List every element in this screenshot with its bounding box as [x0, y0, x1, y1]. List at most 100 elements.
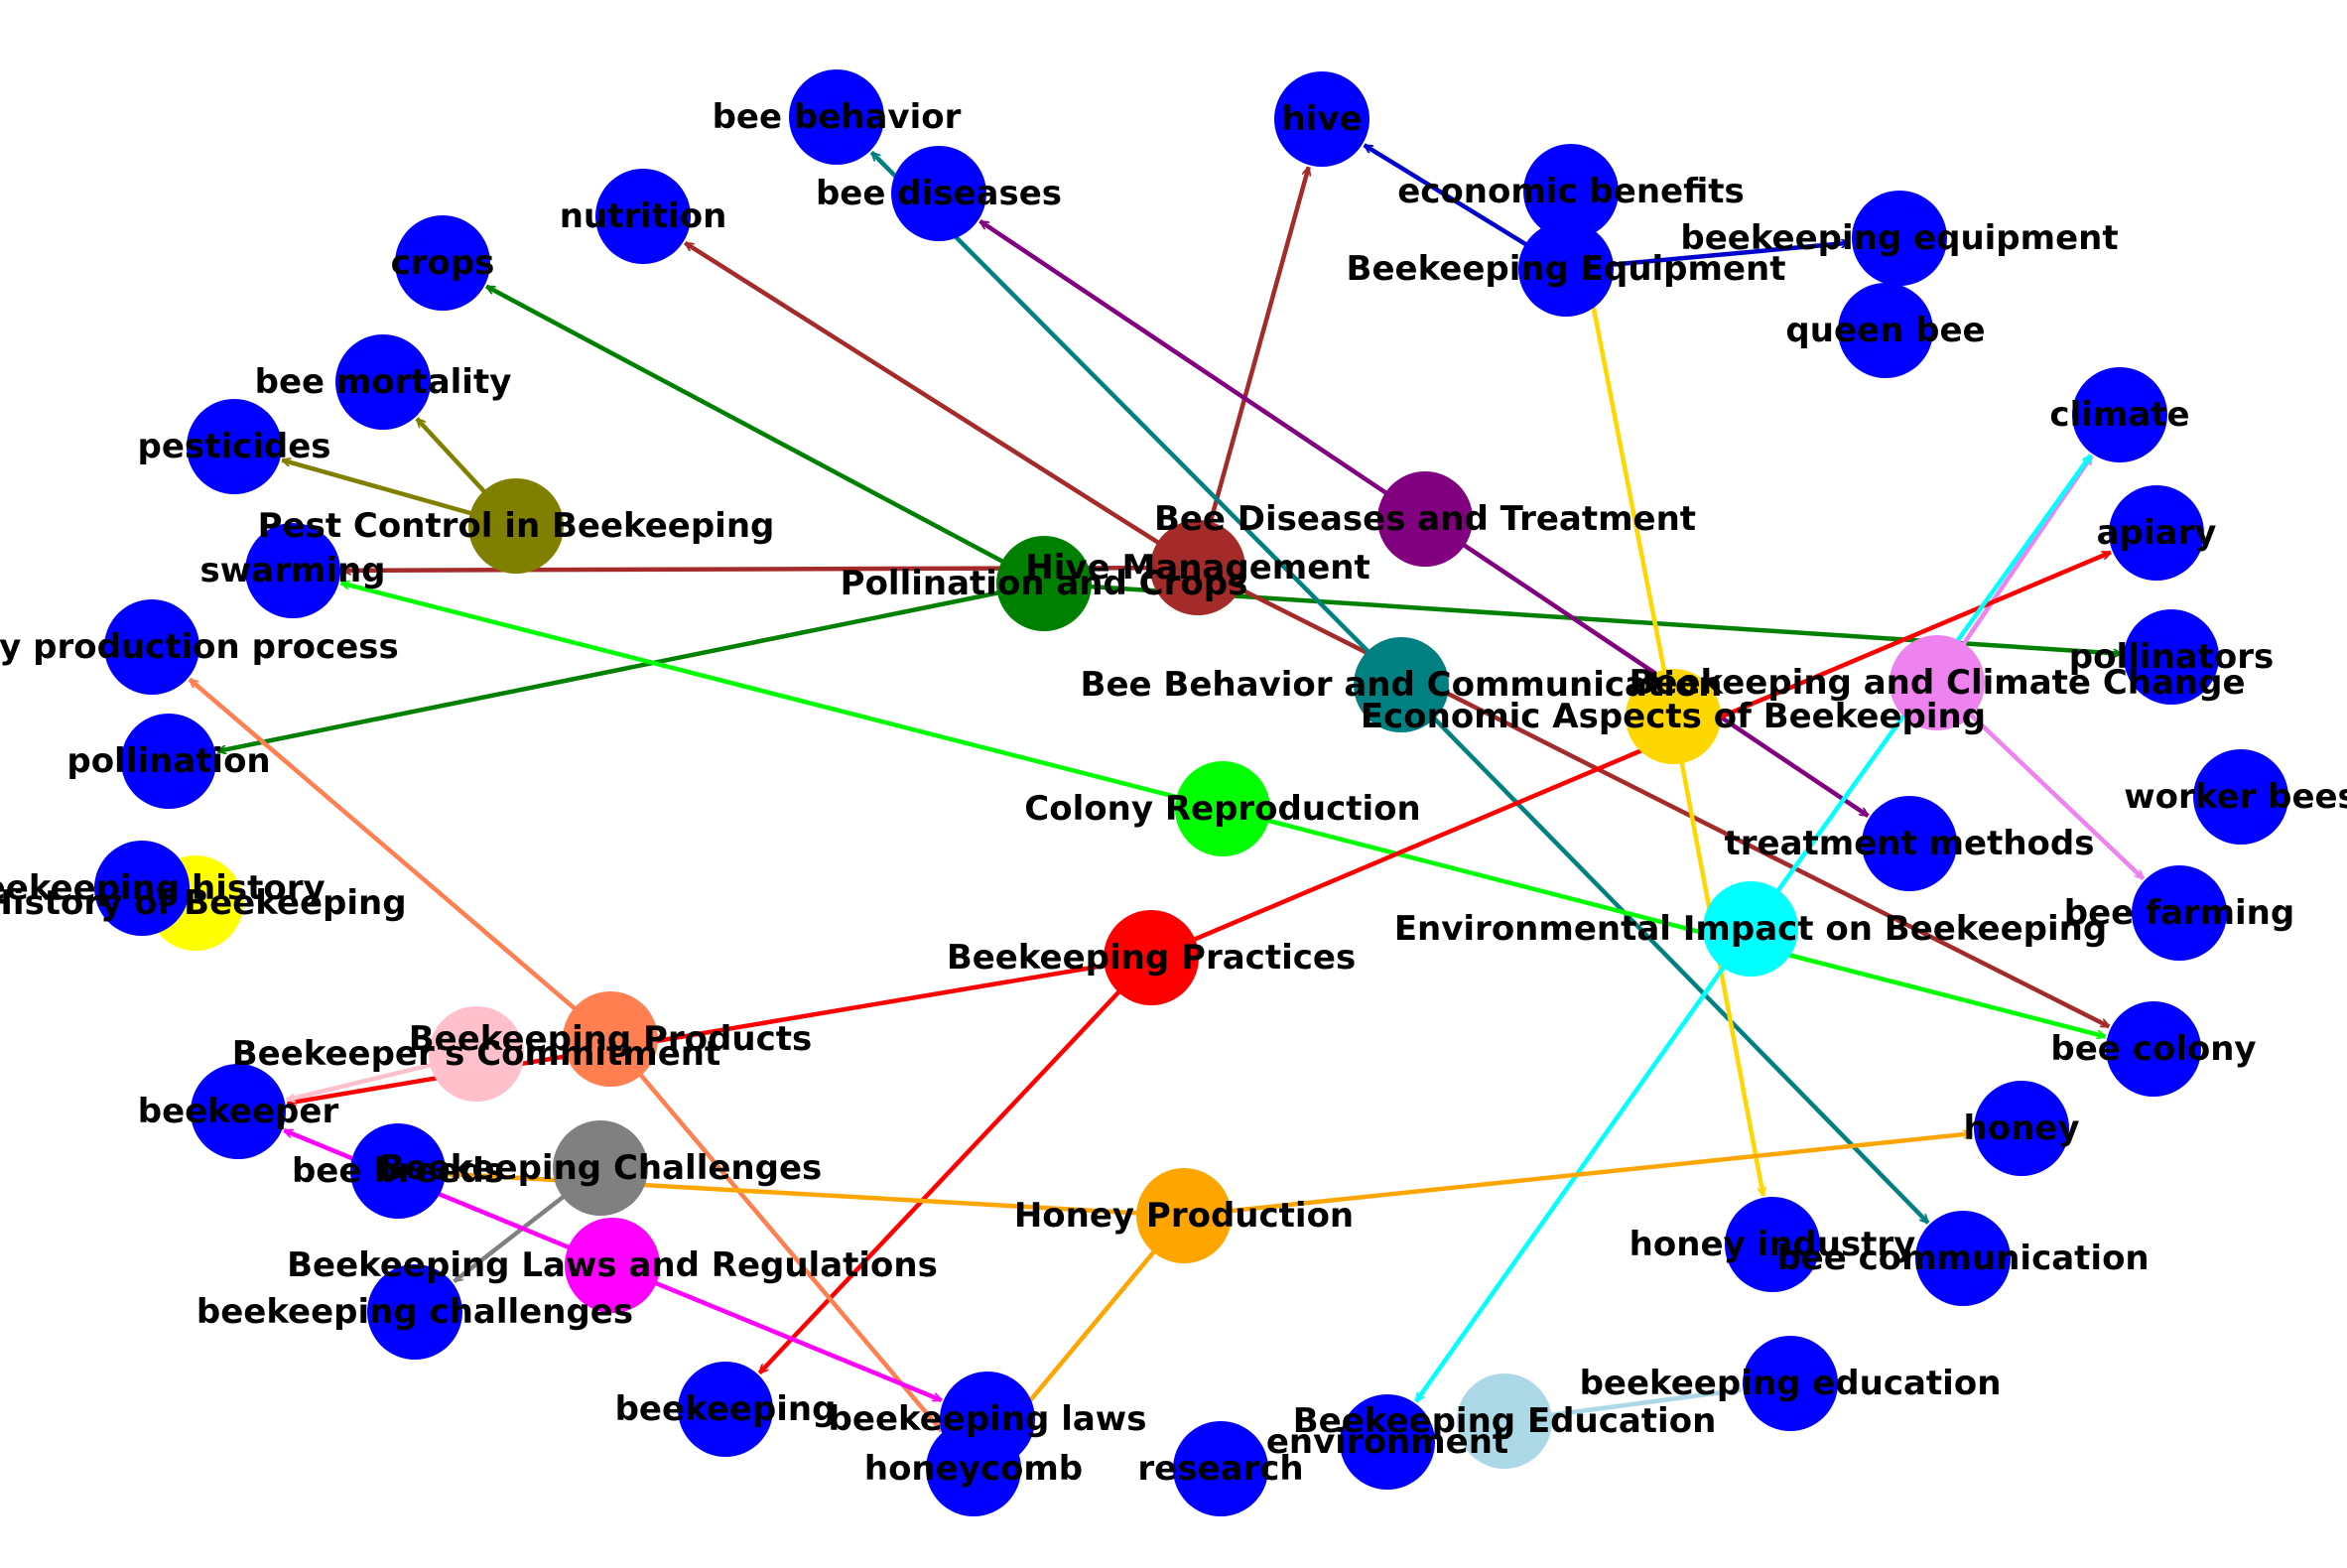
node-bee-colony [2106, 1001, 2201, 1097]
node-label-bee-colony: bee colony [2050, 1029, 2256, 1069]
node-label-pollination-crops: Pollination and Crops [841, 564, 1248, 603]
node-beekeeping [678, 1362, 773, 1457]
node-label-pollinators: pollinators [2069, 637, 2274, 677]
node-label-crops: crops [391, 243, 495, 283]
node-label-pesticides: pesticides [138, 427, 331, 466]
node-beekeeper [191, 1064, 286, 1159]
node-label-beekeeping-laws: beekeeping laws [829, 1399, 1147, 1439]
node-label-bee-diseases: bee diseases [816, 174, 1062, 213]
node-label-bee-breeds: bee breeds [292, 1151, 504, 1191]
edge-bee_diseases_treatment-to-bee_diseases [980, 218, 1427, 521]
node-honeycomb [926, 1421, 1021, 1516]
edge-beekeeping_products-to-honey_production_process [190, 677, 612, 1041]
node-label-beekeeping-challenges-hub: Beekeeping Challenges [379, 1148, 823, 1188]
node-label-beekeeping-challenges: beekeeping challenges [196, 1292, 633, 1332]
node-swarming [245, 523, 340, 618]
node-beekeeping-education [1743, 1336, 1838, 1431]
node-crops [395, 215, 490, 311]
node-beekeeping-equipment-hub [1518, 221, 1614, 317]
node-honey-production-process [104, 599, 199, 695]
node-label-nutrition: nutrition [560, 196, 727, 236]
node-beekeeping-practices [1104, 910, 1199, 1005]
node-honey-industry [1725, 1197, 1820, 1292]
node-label-bee-mortality: bee mortality [255, 362, 512, 402]
node-label-worker-bees: worker bees [2124, 777, 2347, 817]
node-research [1173, 1421, 1268, 1516]
node-pest-control [468, 478, 564, 574]
node-economic-aspects [1626, 669, 1721, 764]
node-bee-breeds [350, 1123, 446, 1219]
node-label-colony-reproduction: Colony Reproduction [1024, 789, 1420, 829]
node-label-laws-regulations: Beekeeping Laws and Regulations [287, 1245, 938, 1285]
node-label-swarming: swarming [200, 551, 386, 590]
edge-beekeeping_products-to-honeycomb [608, 1037, 944, 1431]
edge-pollination_crops-to-crops [486, 284, 1046, 586]
node-label-research: research [1137, 1449, 1303, 1489]
node-pollination [121, 714, 216, 809]
edge-economic_aspects-to-economic_benefits [1581, 240, 1676, 718]
node-label-beekeeping-history: beekeeping history [0, 868, 326, 908]
node-climate [2072, 367, 2167, 462]
node-bee-diseases-treatment [1377, 471, 1473, 567]
node-label-honeycomb: honeycomb [864, 1449, 1083, 1489]
node-label-environment: environment [1266, 1422, 1508, 1462]
node-queen-bee [1838, 283, 1933, 378]
node-economic-benefits [1523, 144, 1619, 239]
nodes-layer [94, 69, 2288, 1516]
node-beekeeping-challenges [367, 1264, 462, 1360]
node-beekeeping-challenges-hub [553, 1120, 648, 1216]
node-beekeeping-education-hub [1457, 1373, 1552, 1469]
node-beekeeping-history [94, 841, 190, 936]
node-label-beekeeping-products: Beekeeping Products [409, 1019, 812, 1059]
node-environmental-impact [1703, 881, 1798, 977]
node-label-honey-industry: honey industry [1630, 1225, 1916, 1264]
node-label-honey: honey [1964, 1109, 2080, 1148]
node-honey [1974, 1081, 2069, 1176]
node-bee-farming [2132, 865, 2227, 961]
node-label-history-of-beekeeping: History of Beekeeping [0, 883, 407, 923]
node-label-bee-behavior: bee behavior [713, 97, 962, 137]
edge-pollination_crops-to-pollination [217, 581, 1045, 751]
node-pesticides [187, 399, 282, 494]
node-label-climate-change: Beekeeping and Climate Change [1629, 663, 2245, 703]
node-label-beekeeping-equipment: beekeeping equipment [1680, 218, 2118, 258]
node-pollinators [2124, 609, 2219, 705]
node-label-queen-bee: queen bee [1785, 311, 1985, 350]
node-hive-management [1150, 520, 1245, 615]
node-hive [1274, 71, 1369, 167]
edge-environmental_impact-to-environment [1414, 927, 1753, 1401]
node-label-pest-control: Pest Control in Beekeeping [258, 506, 775, 546]
edge-laws_regulations-to-beekeeper [284, 1127, 613, 1268]
node-label-hive-management: Hive Management [1025, 548, 1369, 588]
edge-beekeeping_practices-to-beekeeping [757, 956, 1153, 1375]
node-label-honey-production-process: honey production process [0, 627, 399, 667]
node-label-beekeeping-education: beekeeping education [1580, 1364, 2002, 1403]
node-label-apiary: apiary [2097, 513, 2217, 553]
node-label-beekeeper: beekeeper [138, 1092, 339, 1131]
node-beekeepers-commitment [429, 1006, 524, 1102]
node-label-environmental-impact: Environmental Impact on Beekeeping [1394, 909, 2107, 949]
node-climate-change [1890, 635, 1985, 730]
node-honey-production [1136, 1168, 1232, 1263]
node-colony-reproduction [1175, 761, 1270, 856]
node-label-bee-communication: bee communication [1776, 1239, 2149, 1278]
node-apiary [2109, 485, 2204, 581]
node-bee-diseases [891, 146, 986, 241]
node-laws-regulations [565, 1218, 660, 1313]
node-label-climate: climate [2049, 395, 2189, 435]
edge-bee_diseases_treatment-to-treatment_methods [1423, 517, 1868, 819]
edge-hive_management-to-bee_colony [1196, 565, 2109, 1029]
edge-laws_regulations-to-beekeeping_laws [611, 1262, 942, 1403]
node-label-bee-farming: bee farming [2064, 893, 2294, 933]
edge-colony_reproduction-to-bee_colony [1222, 806, 2106, 1037]
node-label-bee-diseases-treatment: Bee Diseases and Treatment [1154, 499, 1696, 539]
node-bee-mortality [335, 334, 431, 430]
edge-colony_reproduction-to-swarming [340, 583, 1224, 812]
edge-bee_behavior_comm-to-bee_communication [1399, 683, 1930, 1225]
edge-bee_behavior_comm-to-bee_behavior [869, 150, 1403, 687]
node-label-beekeeping-practices: Beekeeping Practices [947, 938, 1356, 978]
node-label-bee-behavior-comm: Bee Behavior and Communication [1081, 665, 1723, 705]
node-label-beekeepers-commitment: Beekeeper's Commitment [232, 1034, 721, 1074]
edge-beekeeping_practices-to-beekeeper [287, 955, 1152, 1104]
